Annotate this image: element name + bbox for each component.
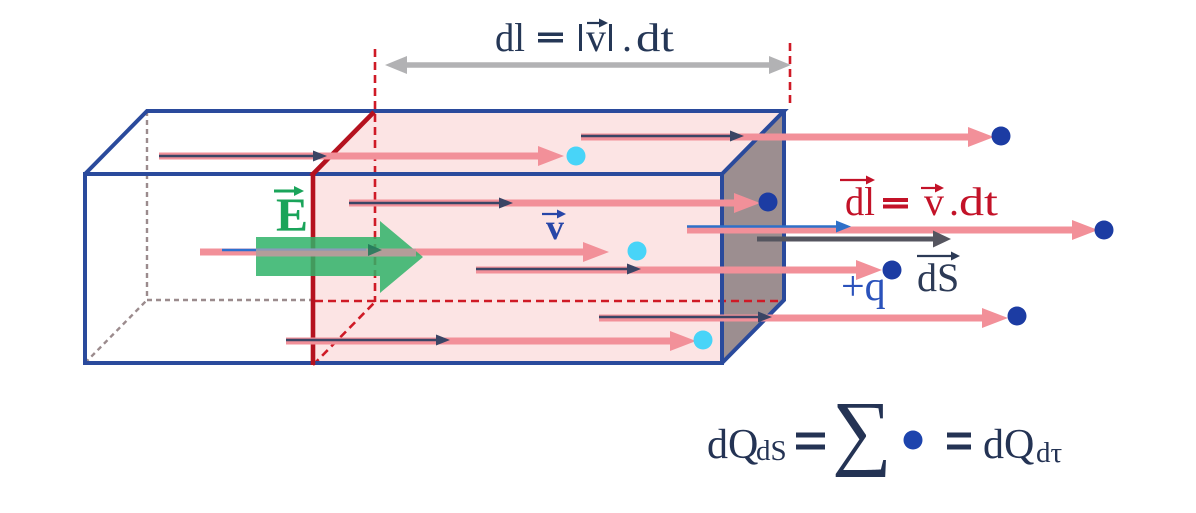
svg-text:dτ: dτ (1036, 437, 1063, 469)
svg-text:v: v (924, 179, 944, 224)
svg-text:dt: dt (959, 179, 998, 224)
svg-text:∑: ∑ (832, 385, 892, 478)
svg-text:E: E (276, 189, 308, 242)
svg-text:dQ: dQ (983, 422, 1034, 468)
svg-text:.: . (622, 15, 632, 60)
svg-text:dQ: dQ (707, 422, 758, 468)
svg-text:dS: dS (756, 435, 787, 467)
svg-text:dt: dt (636, 15, 674, 60)
svg-text:dl: dl (845, 179, 875, 224)
svg-text:dS: dS (917, 255, 959, 300)
svg-text:.: . (949, 179, 959, 224)
svg-text:dl: dl (495, 15, 525, 60)
svg-text:+q: +q (841, 264, 886, 310)
